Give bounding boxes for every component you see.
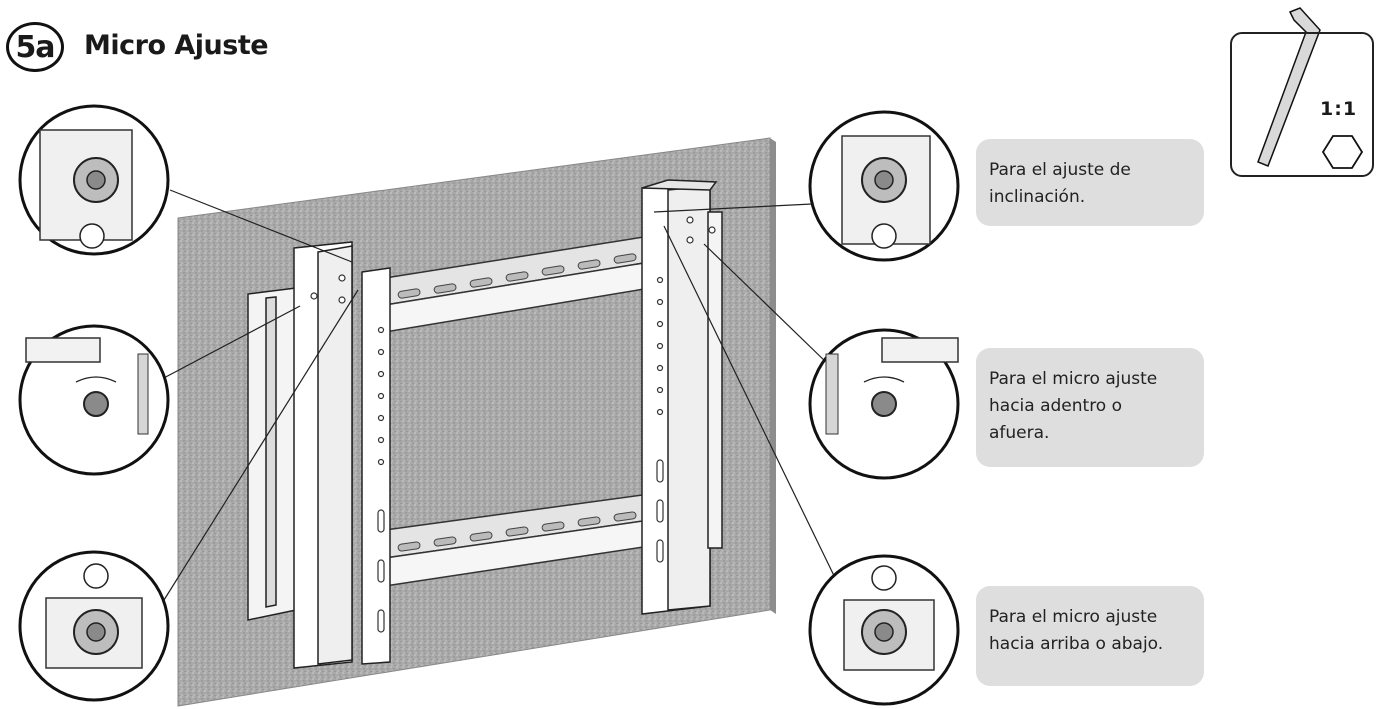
callout-in-out-adjustment: Para el micro ajuste hacia adentro o afu… (976, 348, 1204, 467)
mounting-rails (384, 235, 651, 587)
hex-key-icon (1257, 7, 1321, 167)
callout-up-down-adjustment: Para el micro ajuste hacia arriba o abaj… (976, 586, 1204, 686)
step-number: 5a (15, 29, 55, 65)
leader-lines (159, 189, 841, 601)
detail-circle-left-top (18, 104, 170, 256)
detail-circle-left-mid (18, 324, 170, 476)
detail-circle-left-bottom (18, 550, 170, 702)
callout-tilt-adjustment: Para el ajuste de inclinación. (976, 139, 1204, 226)
detail-circle-right-top (808, 110, 960, 262)
detail-circle-right-mid (808, 328, 960, 480)
tool-box (1230, 32, 1374, 177)
hexagon-icon (1321, 135, 1364, 169)
detail-circle-right-bottom (808, 554, 960, 706)
step-number-badge: 5a (6, 22, 64, 72)
scale-label: 1:1 (1320, 98, 1358, 120)
step-title: Micro Ajuste (84, 30, 269, 61)
bracket-holes (310, 216, 716, 633)
